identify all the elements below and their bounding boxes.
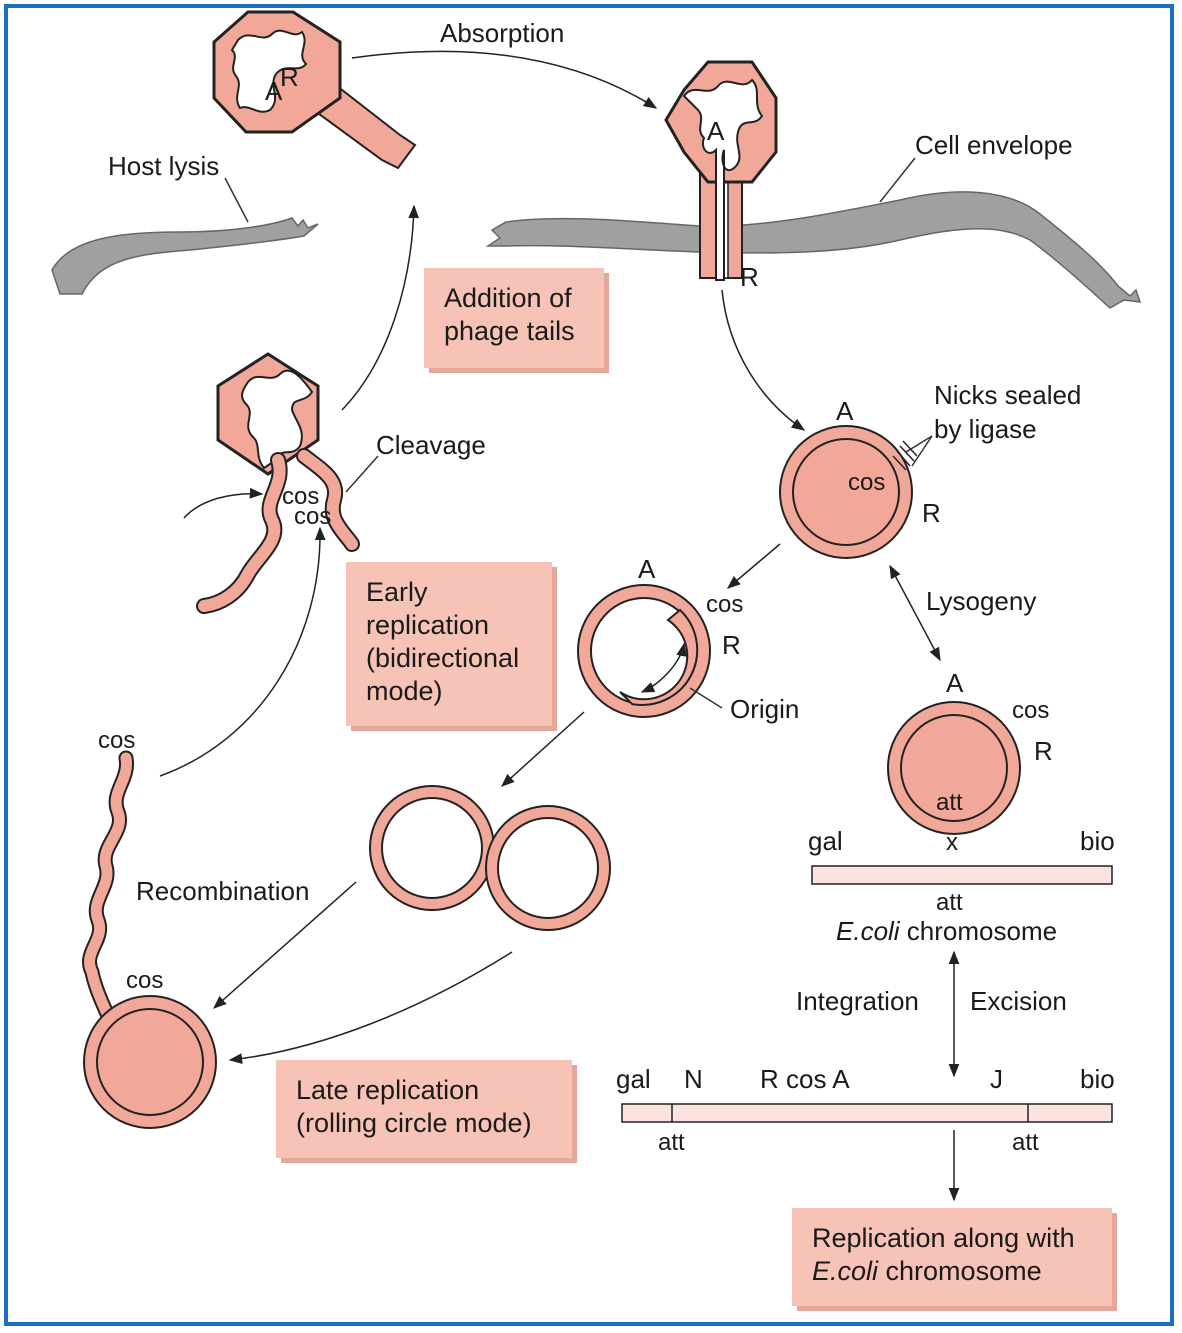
circ2-A: A <box>638 554 656 584</box>
absorption-arrow <box>352 51 656 108</box>
phage-top-R: R <box>280 62 299 92</box>
phage-tails-line-1: Addition of <box>444 282 584 315</box>
host-lysis-leader <box>225 178 248 222</box>
late-replication-line-1: Late replication <box>296 1074 552 1107</box>
circ2-cos: cos <box>706 591 743 618</box>
late-replication-box: Late replication (rolling circle mode) <box>276 1060 572 1158</box>
excision-label: Excision <box>970 986 1067 1016</box>
tail-assembly-arrow <box>342 206 414 410</box>
early-replication-line-3: (bidirectional <box>366 642 532 675</box>
int-J: J <box>990 1064 1003 1094</box>
int-gal: gal <box>616 1064 651 1094</box>
assembled-phage <box>214 12 415 168</box>
circ2-R: R <box>722 630 741 660</box>
circ1-R: R <box>922 498 941 528</box>
integrated-prophage-bar <box>622 1104 1112 1122</box>
early-replication-line-1: Early <box>366 576 532 609</box>
int-bio: bio <box>1080 1064 1115 1094</box>
cos-lower-label: cos <box>294 503 331 530</box>
nicks-label-1: Nicks sealed <box>934 380 1081 410</box>
phage-tails-box: Addition of phage tails <box>424 268 604 368</box>
rolling-circle <box>84 758 216 1128</box>
chrom-word: chromosome <box>900 916 1058 946</box>
chrom-x: x <box>946 829 958 856</box>
circ1-cos: cos <box>848 469 885 496</box>
circ3-A: A <box>946 668 964 698</box>
int-N: N <box>684 1064 703 1094</box>
phage-inj-R: R <box>740 262 759 292</box>
late-replication-line-2: (rolling circle mode) <box>296 1107 552 1140</box>
rolling-cos-top: cos <box>98 727 135 754</box>
chrom-gal: gal <box>808 826 843 856</box>
origin-label: Origin <box>730 694 799 724</box>
cell-envelope-leader <box>880 158 915 202</box>
circ1-A: A <box>836 396 854 426</box>
concatemer-circles <box>370 786 610 930</box>
to-early-replication-arrow <box>728 544 780 588</box>
coreplication-box: Replication along with E.coli chromosome <box>792 1208 1112 1306</box>
lysogeny-label: Lysogeny <box>926 586 1036 616</box>
early-replication-box: Early replication (bidirectional mode) <box>346 562 552 726</box>
injection-arrow <box>722 290 804 430</box>
packaging-arrow <box>184 494 262 518</box>
rolling-to-packaging-arrow <box>160 528 320 776</box>
circ3-att: att <box>936 789 963 816</box>
absorption-label: Absorption <box>440 18 564 48</box>
rolling-cos-bottom: cos <box>126 967 163 994</box>
cleavage-leader <box>346 456 378 492</box>
cell-envelope-label: Cell envelope <box>915 130 1073 160</box>
int-att-left: att <box>658 1129 685 1156</box>
chrom-caption: E.coli chromosome <box>836 916 1057 946</box>
coreplication-rest: chromosome <box>878 1256 1042 1286</box>
ecoli-chromosome-bar <box>812 866 1112 884</box>
chrom-ecoli: E.coli <box>836 916 901 946</box>
coreplication-ecoli: E.coli <box>812 1256 878 1286</box>
int-RcosA: R cos A <box>760 1064 850 1094</box>
phage-inj-A: A <box>707 116 725 146</box>
phage-tails-line-2: phage tails <box>444 315 584 348</box>
replicating-circle <box>578 585 710 717</box>
nicks-label-2: by ligase <box>934 414 1037 444</box>
early-replication-line-4: mode) <box>366 675 532 708</box>
int-att-right: att <box>1012 1129 1039 1156</box>
nicks-leader-1 <box>906 436 932 452</box>
nicks-leader-2 <box>912 436 932 466</box>
recombination-label: Recombination <box>136 876 309 906</box>
packaging-phage <box>204 354 352 606</box>
chrom-att: att <box>936 889 963 916</box>
circ3-cos: cos <box>1012 697 1049 724</box>
lysed-envelope-fragment <box>52 218 318 294</box>
early-replication-line-2: replication <box>366 609 532 642</box>
origin-leader <box>690 688 722 708</box>
circ3-R: R <box>1034 736 1053 766</box>
coreplication-line-2: E.coli chromosome <box>812 1255 1092 1288</box>
late-replication-arrow <box>230 952 512 1060</box>
cleavage-label: Cleavage <box>376 430 486 460</box>
coreplication-line-1: Replication along with <box>812 1222 1092 1255</box>
host-lysis-label: Host lysis <box>108 151 219 181</box>
chrom-bio: bio <box>1080 826 1115 856</box>
integration-label: Integration <box>796 986 919 1016</box>
